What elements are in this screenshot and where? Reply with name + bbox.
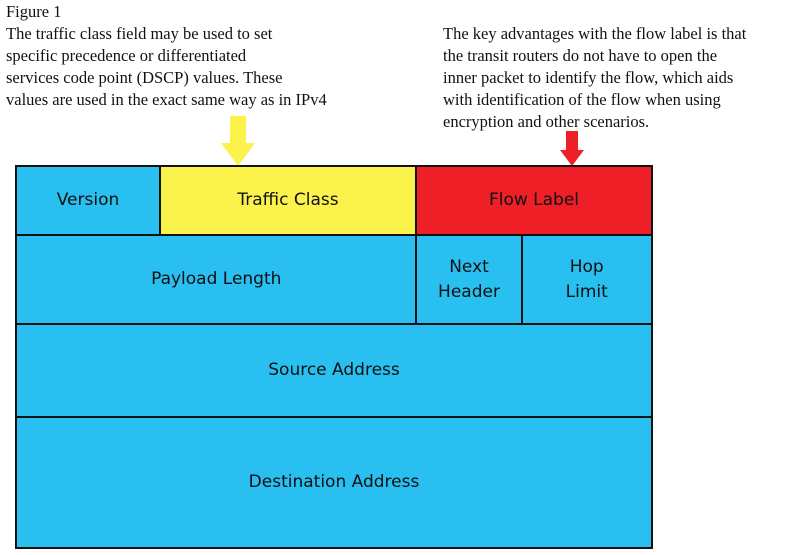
hop-limit-field: Hop Limit: [520, 233, 653, 326]
destination-address-field: Destination Address: [15, 415, 653, 549]
payload-length-field: Payload Length: [15, 233, 418, 326]
traffic-class-note: Figure 1 The traffic class field may be …: [6, 1, 426, 111]
traffic-class-arrow-icon: [221, 116, 255, 166]
next-header-field: Next Header: [415, 233, 523, 326]
source-address-field: Source Address: [15, 323, 653, 418]
figure-label: Figure 1: [6, 2, 62, 21]
traffic-class-field: Traffic Class: [158, 165, 418, 236]
flow-label-note: The key advantages with the flow label i…: [443, 24, 747, 131]
flow-label-field: Flow Label: [415, 165, 653, 236]
version-field: Version: [15, 165, 161, 236]
traffic-class-note-text: The traffic class field may be used to s…: [6, 24, 327, 109]
flow-label-arrow-icon: [560, 131, 584, 166]
